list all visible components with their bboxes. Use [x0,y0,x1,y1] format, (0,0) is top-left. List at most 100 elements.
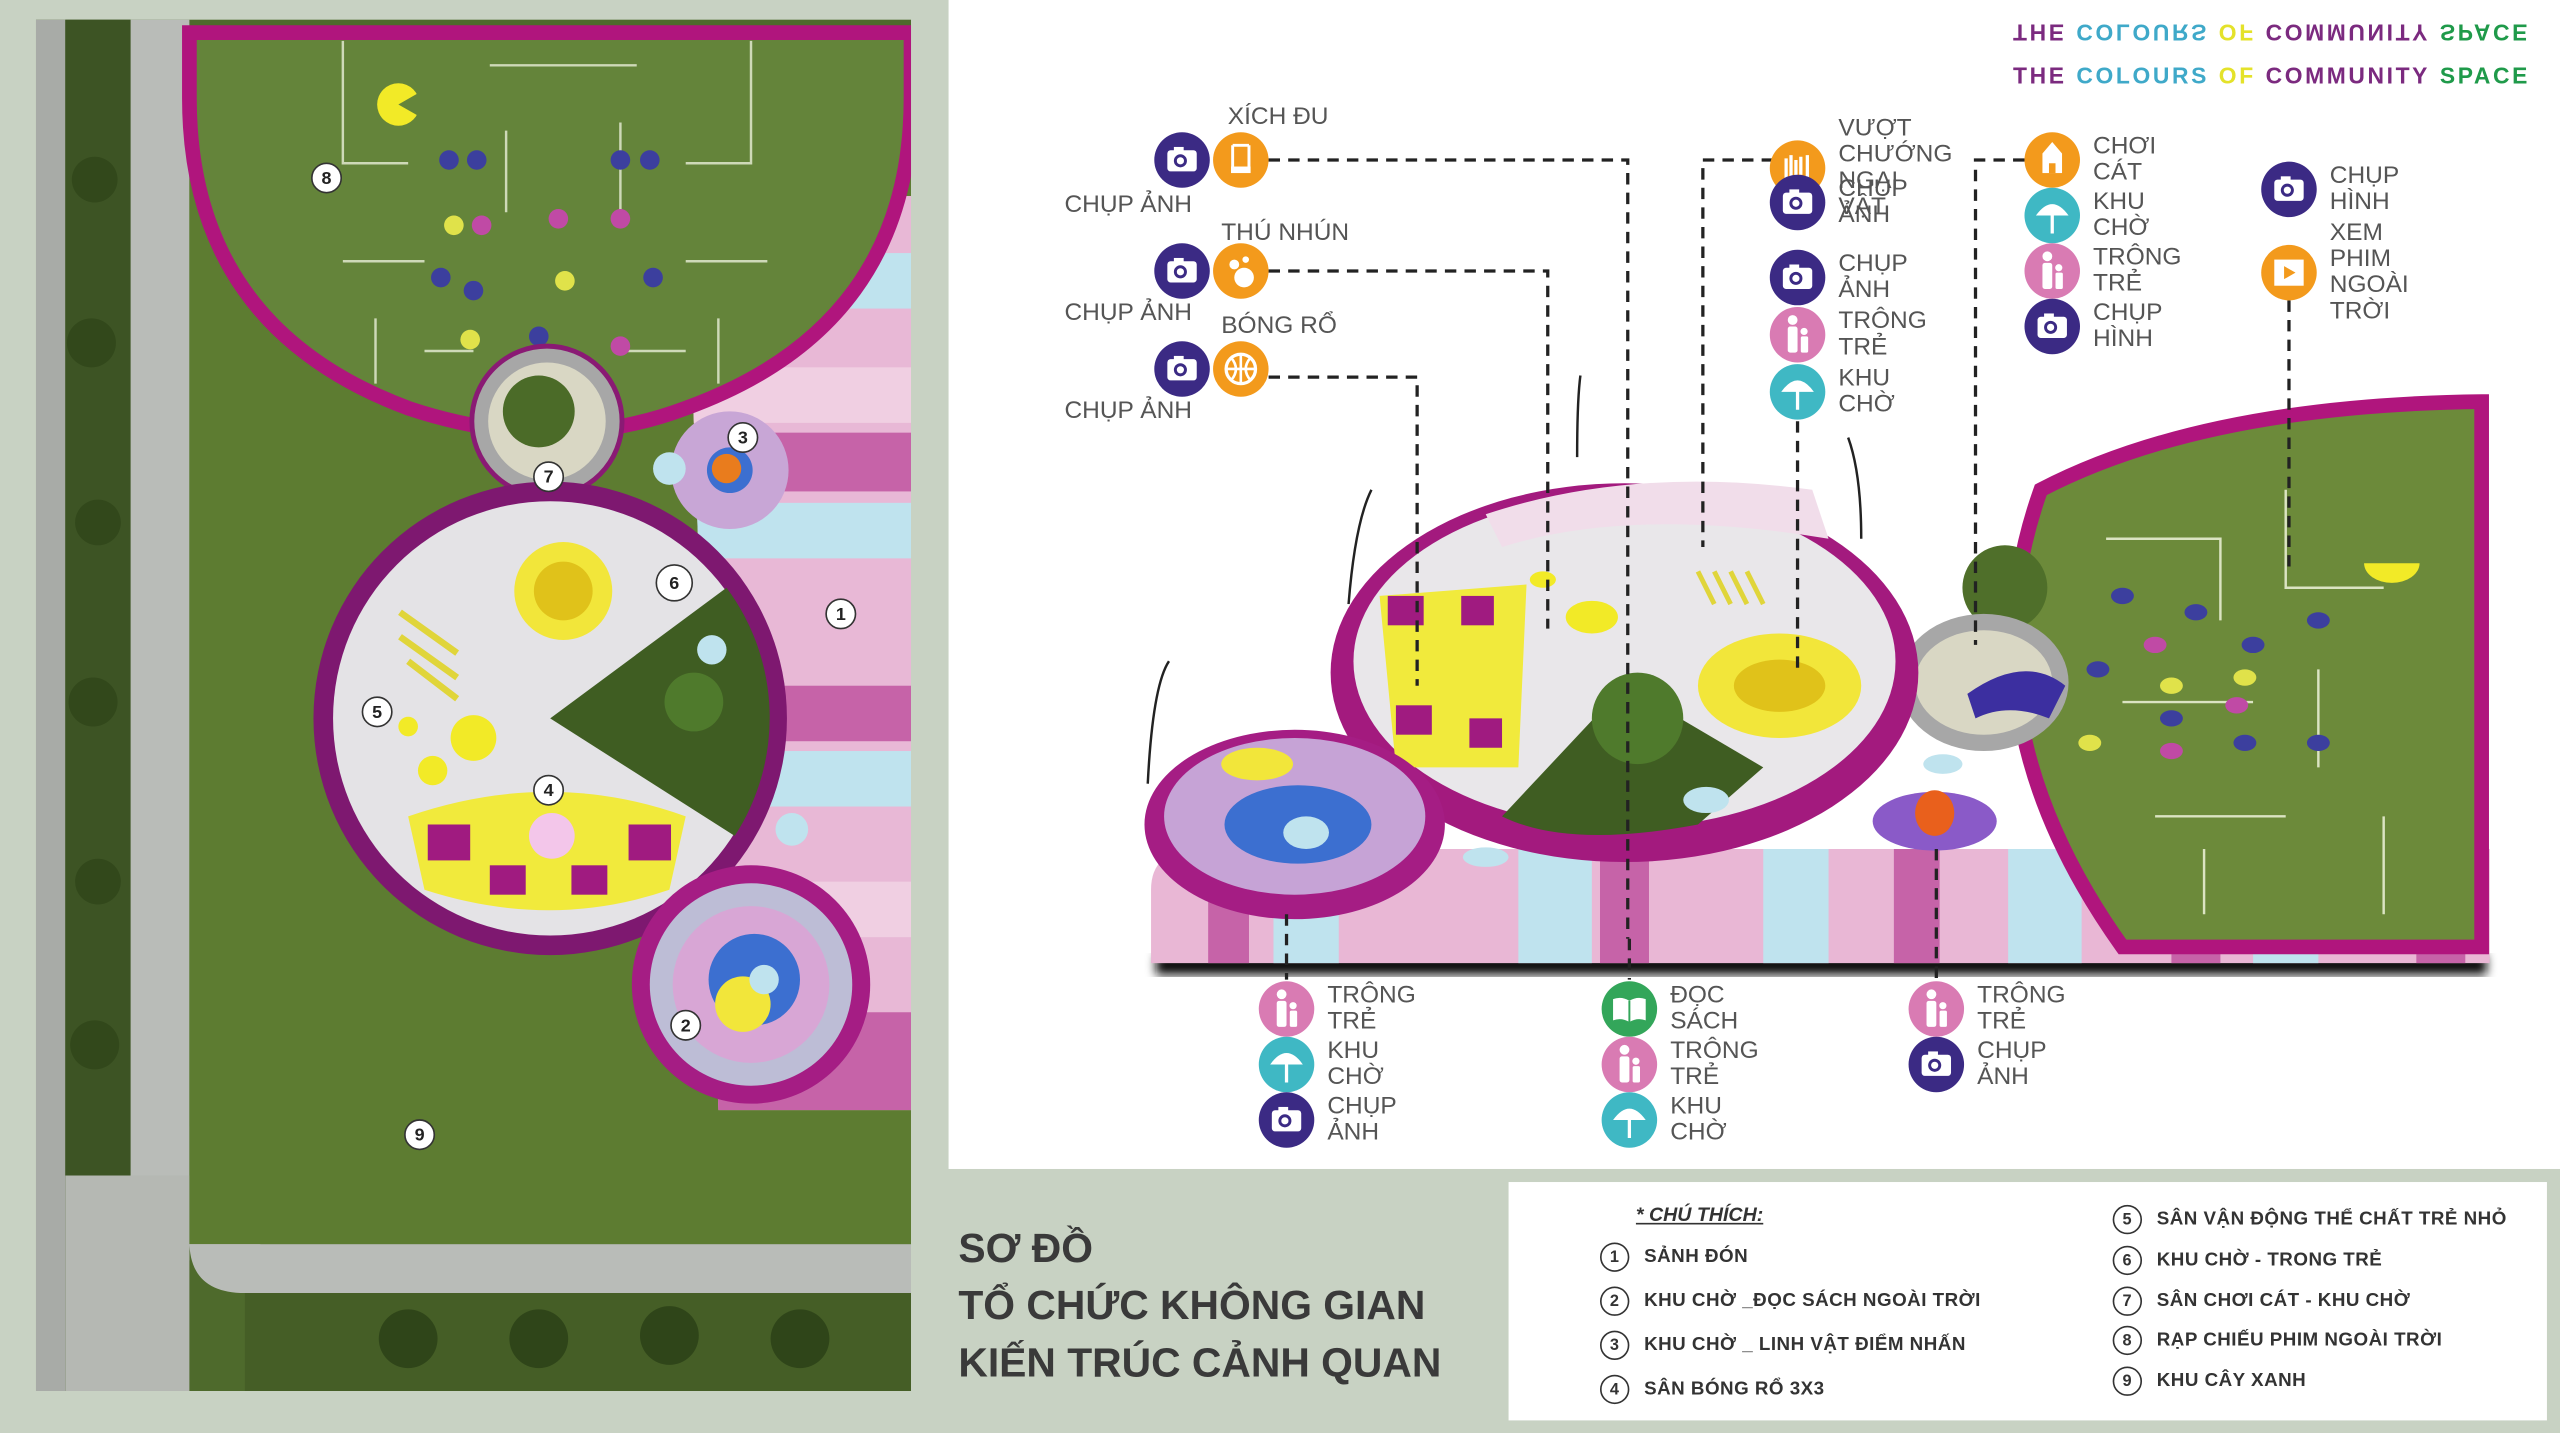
umbrella-icon [2024,187,2080,244]
callout-label: KHU CHỜ [1670,1092,1727,1147]
child-icon [1769,306,1826,363]
plan-markers: 1 2 3 4 5 6 7 8 9 [311,162,857,1151]
callout-label: CHỤP ẢNH [1838,249,1908,304]
callout-item: TRÔNG TRẺ [1908,981,2066,1037]
umbrella-icon [1769,364,1826,420]
callout-item: ĐỌC SÁCH [1601,981,1739,1037]
callout-label: TRÔNG TRẺ [1977,981,2066,1036]
callout-label: TRÔNG TRẺ [1838,306,1927,361]
callout-label: ĐỌC SÁCH [1670,981,1739,1036]
plan-marker: 2 [670,1009,702,1041]
callout-item: CHỤP ẢNH [1769,174,1908,231]
callout-item: KHU CHỜ [2024,187,2150,244]
callout-item: CHỤP HÌNH [2261,161,2399,218]
camera-icon [1154,132,1210,188]
svg-text:4: 4 [544,780,554,800]
callout-label: TRÔNG TRẺ [1670,1036,1759,1091]
svg-text:2: 2 [681,1015,691,1035]
callout-label: CHỤP HÌNH [2329,161,2399,216]
callout-photo-label: CHỤP ẢNH [1064,191,1192,219]
camera-icon [1258,1092,1315,1148]
plan-marker: 5 [361,696,393,728]
leader-lines [1268,158,2291,980]
callout-activity-label: XÍCH ĐU [1227,102,1329,131]
castle-icon [2024,132,2080,188]
callout-item: KHU CHỜ [1601,1092,1727,1148]
callout-label: KHU CHỜ [1838,364,1895,418]
book-icon [1601,981,1658,1037]
callout-label: CHỤP ẢNH [1977,1036,2047,1091]
bouncer-icon [1213,243,1269,299]
site-plan: 1 2 3 4 5 6 7 8 9 [35,19,912,1392]
child-icon [2024,243,2080,299]
plan-marker: 4 [533,774,565,806]
plan-marker: 9 [404,1119,436,1151]
callout-label: TRÔNG TRẺ [2093,243,2182,298]
plan-marker: 3 [727,422,759,454]
svg-text:3: 3 [738,428,748,448]
callout-item: CHỤP ẢNH [1258,1092,1397,1148]
callout-label: XEM PHIM NGOÀI TRỜI [2329,218,2409,325]
callout-item: CHỤP ẢNH [1908,1036,2047,1093]
svg-text:7: 7 [544,467,554,487]
callout-photo-label: CHỤP ẢNH [1064,396,1192,425]
perspective-illustration [1144,375,2490,975]
callout-item: TRÔNG TRẺ [1258,981,1416,1037]
camera-icon [1769,174,1826,231]
film-icon [2261,244,2317,301]
callout-label: TRÔNG TRẺ [1327,981,1416,1036]
camera-icon [1154,243,1210,299]
callout-item: CHỤP HÌNH [2024,298,2163,355]
callout-item: KHU CHỜ [1258,1036,1384,1093]
callout-label: CHỤP ẢNH [1838,174,1908,229]
legend-heading: * CHÚ THÍCH: [1635,1203,1764,1227]
callout-item: KHU CHỜ [1769,364,1895,420]
svg-text:6: 6 [669,573,679,593]
plan-marker: 6 [655,564,694,602]
callout-item: XEM PHIM NGOÀI TRỜI [2261,218,2409,325]
camera-icon [2261,161,2317,218]
callout-activity-label: THÚ NHÚN [1221,218,1350,247]
svg-text:9: 9 [415,1125,425,1145]
callout-label: KHU CHỜ [2093,187,2150,242]
svg-text:5: 5 [372,702,382,722]
callout-photo-label: CHỤP ẢNH [1064,298,1192,327]
svg-text:1: 1 [836,604,846,624]
child-icon [1601,1036,1658,1093]
callout-label: VƯỢT CHƯỚNG NGẠI VẬT [1838,114,1953,221]
child-icon [1908,981,1965,1037]
callout-label: KHU CHỜ [1327,1036,1384,1091]
plan-marker: 8 [311,162,343,194]
title-line: KIẾN TRÚC CẢNH QUAN [958,1340,1442,1387]
plan-marker: 7 [533,461,565,493]
callout-item: TRÔNG TRẺ [1769,306,1927,363]
plan-marker: 1 [825,598,857,630]
callout-item: CHỤP ẢNH [1769,249,1908,306]
callout-item: CHƠI CÁT [2024,132,2156,188]
camera-icon [1908,1036,1965,1093]
basketball-icon [1213,341,1269,397]
svg-text:8: 8 [322,168,332,188]
page-title: SƠ ĐỒ TỔ CHỨC KHÔNG GIAN KIẾN TRÚC CẢNH … [958,1221,1441,1392]
callout-item: TRÔNG TRẺ [2024,243,2182,299]
camera-icon [1769,249,1826,306]
callout-item: TRÔNG TRẺ [1601,1036,1759,1093]
callout-label: CHỤP ẢNH [1327,1092,1397,1147]
callout-label: CHƠI CÁT [2093,132,2157,187]
swing-icon [1213,132,1269,188]
umbrella-icon [1258,1036,1315,1093]
callout-label: CHỤP HÌNH [2093,298,2163,353]
